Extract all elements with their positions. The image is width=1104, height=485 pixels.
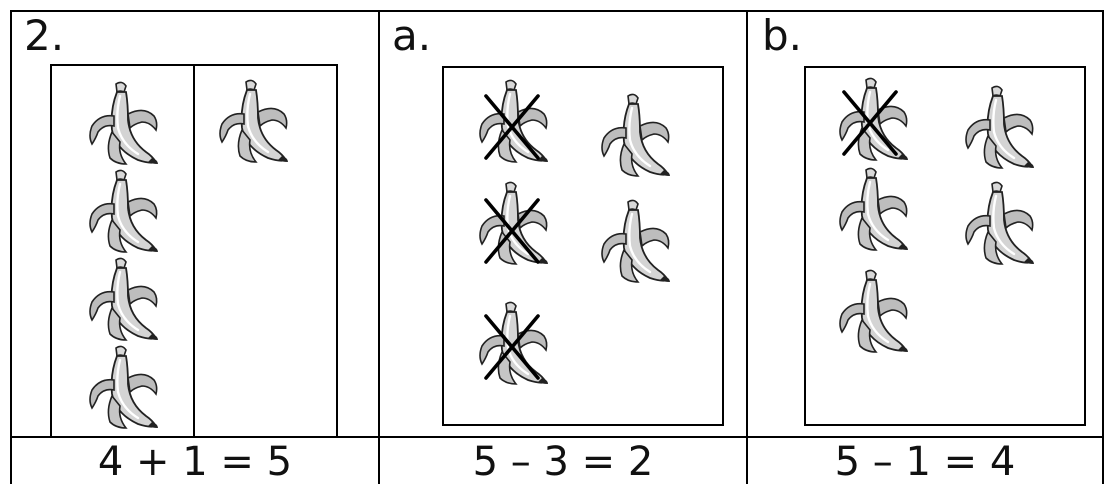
cross-out-mark [482,312,542,382]
cross-out-mark [482,196,542,266]
banana-icon [962,180,1036,266]
picture-box [804,66,1086,426]
banana-icon [836,166,910,252]
banana-icon [86,256,160,342]
box-divider [193,64,195,436]
equation: 5 – 1 = 4 [834,439,1016,485]
problem-letter: b. [762,11,803,60]
cross-out-mark [482,92,542,162]
banana-icon [598,198,672,284]
equation: 5 – 3 = 2 [472,439,654,485]
table-right-border [1102,10,1104,484]
banana-icon [836,268,910,354]
problem-number: 2. [24,11,65,60]
table-column-divider [378,10,380,484]
banana-icon [86,344,160,430]
problem-letter: a. [392,11,432,60]
banana-icon [86,168,160,254]
table-row-divider [10,436,1104,438]
table-column-divider [746,10,748,484]
banana-icon [86,80,160,166]
table-left-border [10,10,12,484]
banana-icon [216,78,290,164]
cross-out-mark [840,88,900,158]
banana-icon [598,92,672,178]
table-top-border [10,10,1104,12]
picture-box [442,66,724,426]
banana-icon [962,84,1036,170]
equation: 4 + 1 = 5 [97,439,293,485]
